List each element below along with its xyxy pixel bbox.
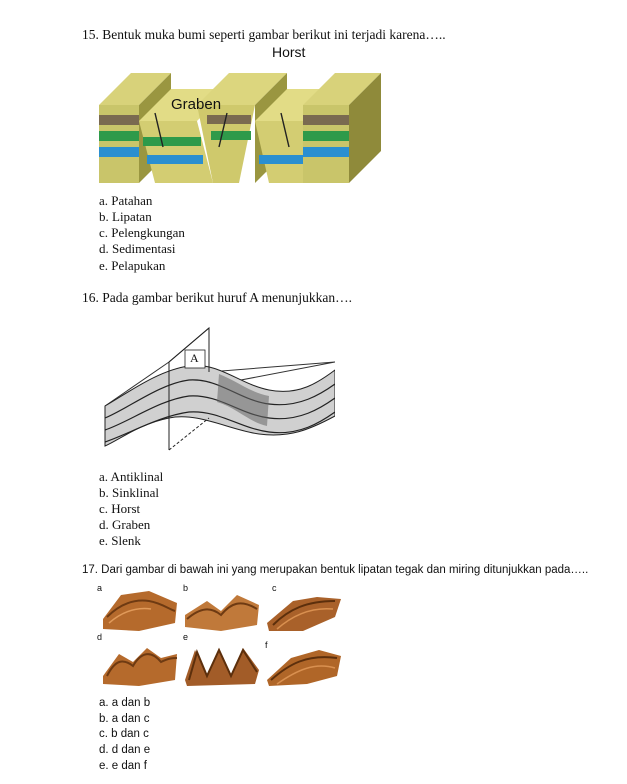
- horst-graben-diagram: [99, 43, 381, 193]
- q16-option-d[interactable]: d. Graben: [99, 517, 151, 532]
- fold-image-f: [267, 650, 341, 686]
- fold-image-e: [185, 647, 259, 686]
- q15-option-d[interactable]: d. Sedimentasi: [99, 241, 176, 256]
- fold-image-d: [103, 648, 178, 686]
- question-16-text: 16. Pada gambar berikut huruf A menunjuk…: [82, 290, 352, 305]
- q16-option-b[interactable]: b. Sinklinal: [99, 485, 159, 500]
- q17-option-d[interactable]: d. d dan e: [99, 744, 151, 756]
- q16-option-c[interactable]: c. Horst: [99, 501, 141, 516]
- graben-label: Graben: [171, 96, 222, 113]
- q15-option-e[interactable]: e. Pelapukan: [99, 258, 166, 273]
- q16-option-e[interactable]: e. Slenk: [99, 533, 141, 548]
- fold-label-e: e: [183, 632, 189, 642]
- question-17-text: 17. Dari gambar di bawah ini yang merupa…: [82, 564, 589, 576]
- q17-option-e[interactable]: e. e dan f: [99, 760, 147, 772]
- q15-option-c[interactable]: c. Pelengkungan: [99, 225, 185, 240]
- fold-label-d: d: [97, 632, 103, 642]
- q17-option-a[interactable]: a. a dan b: [99, 697, 151, 709]
- fold-label-a: a: [97, 583, 103, 593]
- fold-diagram: [99, 322, 335, 472]
- fold-image-b: [185, 595, 259, 631]
- fold-image-c: [267, 597, 341, 631]
- horst-label: Horst: [272, 44, 306, 60]
- q17-option-b[interactable]: b. a dan c: [99, 713, 150, 725]
- q17-option-c[interactable]: c. b dan c: [99, 728, 149, 740]
- fold-label-f: f: [265, 640, 268, 650]
- q15-option-b[interactable]: b. Lipatan: [99, 209, 152, 224]
- question-15-text: 15. Bentuk muka bumi seperti gambar beri…: [82, 27, 446, 42]
- fold-label-b: b: [183, 583, 189, 593]
- q15-option-a[interactable]: a. Patahan: [99, 193, 153, 208]
- q16-option-a[interactable]: a. Antiklinal: [99, 469, 164, 484]
- fold-label-c: c: [272, 583, 277, 593]
- letter-a-label: A: [190, 351, 199, 365]
- fold-image-a: [103, 591, 177, 631]
